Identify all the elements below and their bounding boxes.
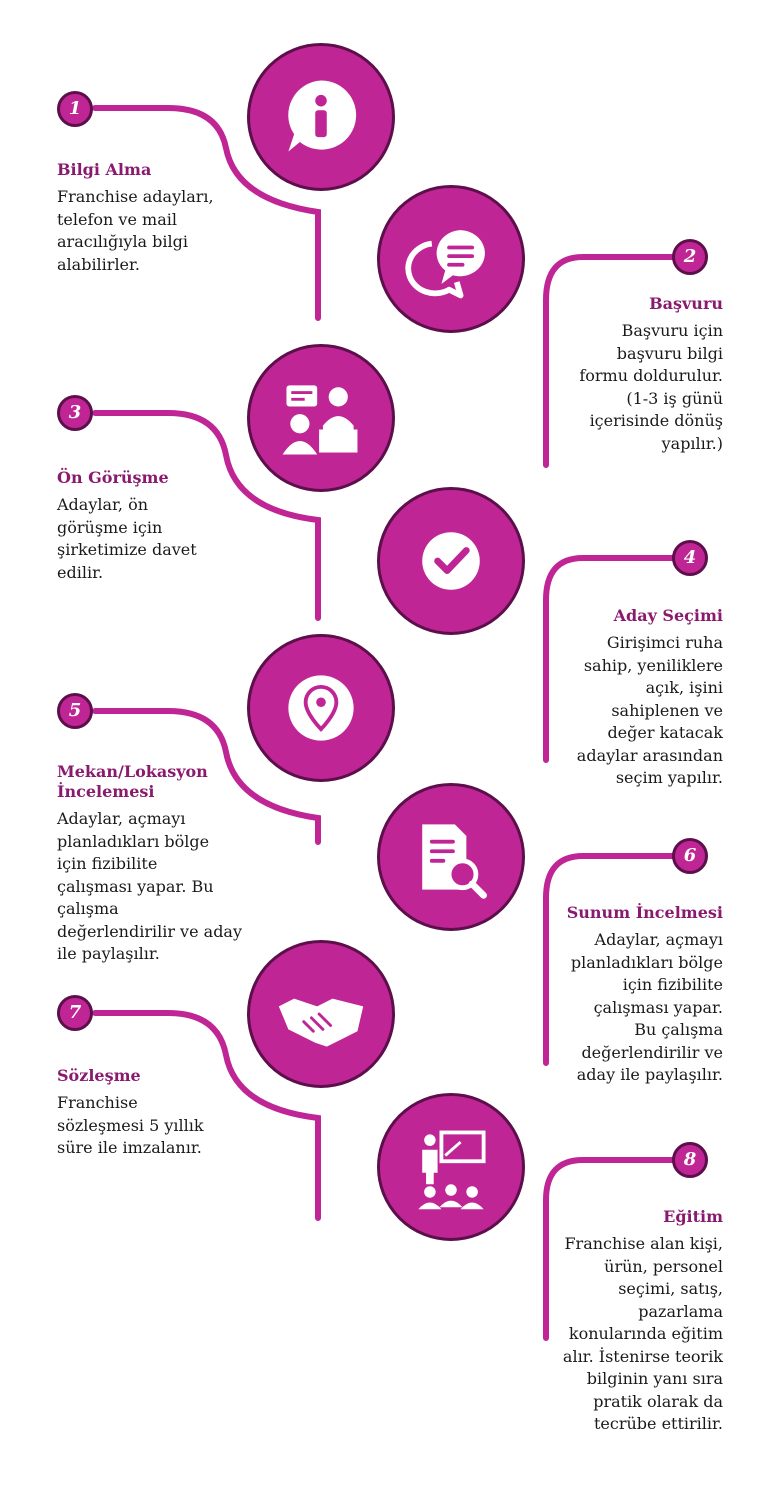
step-4-number-badge: 4 xyxy=(672,540,708,576)
training-icon xyxy=(418,1130,486,1210)
step-5-description: Adaylar, açmayı planladıkları bölge için… xyxy=(57,809,243,963)
step-8-icon-circle xyxy=(377,1093,525,1241)
chat-bubbles-icon xyxy=(405,230,485,299)
document-search-icon xyxy=(422,824,487,899)
step-1-title: Bilgi Alma xyxy=(57,160,152,179)
step-6-description: Adaylar, açmayı planladıkları bölge için… xyxy=(570,930,723,1084)
step-7-title: Sözleşme xyxy=(57,1066,141,1085)
step-7-number-badge: 7 xyxy=(57,995,93,1031)
step-6-number-badge: 6 xyxy=(672,838,708,874)
connector-7 xyxy=(92,1010,321,1221)
step-4-icon-circle xyxy=(377,487,525,635)
step-3-icon-circle xyxy=(247,344,395,492)
step-7-description: Franchise sözleşmesi 5 yıllık süre ile i… xyxy=(57,1093,204,1157)
connector-3 xyxy=(92,410,321,621)
meeting-icon xyxy=(282,385,358,455)
connector-5 xyxy=(92,708,321,845)
connector-8 xyxy=(543,1157,687,1341)
step-1-icon-circle xyxy=(247,43,395,191)
step-4-description: Girişimci ruha sahip, yeniliklere açık, … xyxy=(576,633,723,787)
step-6-title: Sunum İncelmesi xyxy=(566,903,723,922)
step-6-icon-circle xyxy=(377,783,525,931)
check-icon xyxy=(422,532,480,590)
step-4-title: Aday Seçimi xyxy=(613,606,723,625)
step-8-number-badge: 8 xyxy=(672,1142,708,1178)
step-5-icon-circle xyxy=(247,634,395,782)
step-1-description: Franchise adayları, telefon ve mail arac… xyxy=(57,187,214,274)
connector-4 xyxy=(543,555,687,763)
handshake-icon xyxy=(278,998,364,1047)
connector-1 xyxy=(92,105,321,321)
connector-6 xyxy=(543,853,687,1066)
step-8-title: Eğitim xyxy=(663,1207,723,1226)
connector-2 xyxy=(543,254,687,468)
step-2-description: Başvuru için başvuru bilgi formu dolduru… xyxy=(579,321,723,453)
step-5-number-badge: 5 xyxy=(57,693,93,729)
step-2-title: Başvuru xyxy=(649,294,723,313)
step-1-number-badge: 1 xyxy=(57,91,93,127)
step-3-description: Adaylar, ön görüşme için şirketimize dav… xyxy=(57,495,197,582)
info-bubble-icon xyxy=(288,80,357,152)
step-3-number-badge: 3 xyxy=(57,395,93,431)
step-5-title: Mekan/Lokasyon İncelemesi xyxy=(57,762,208,801)
location-pin-icon xyxy=(288,675,354,741)
step-8-description: Franchise alan kişi, ürün, personel seçi… xyxy=(562,1234,723,1433)
step-2-icon-circle xyxy=(377,185,525,333)
step-7-icon-circle xyxy=(247,940,395,1088)
step-2-number-badge: 2 xyxy=(672,239,708,275)
step-3-title: Ön Görüşme xyxy=(57,468,169,487)
